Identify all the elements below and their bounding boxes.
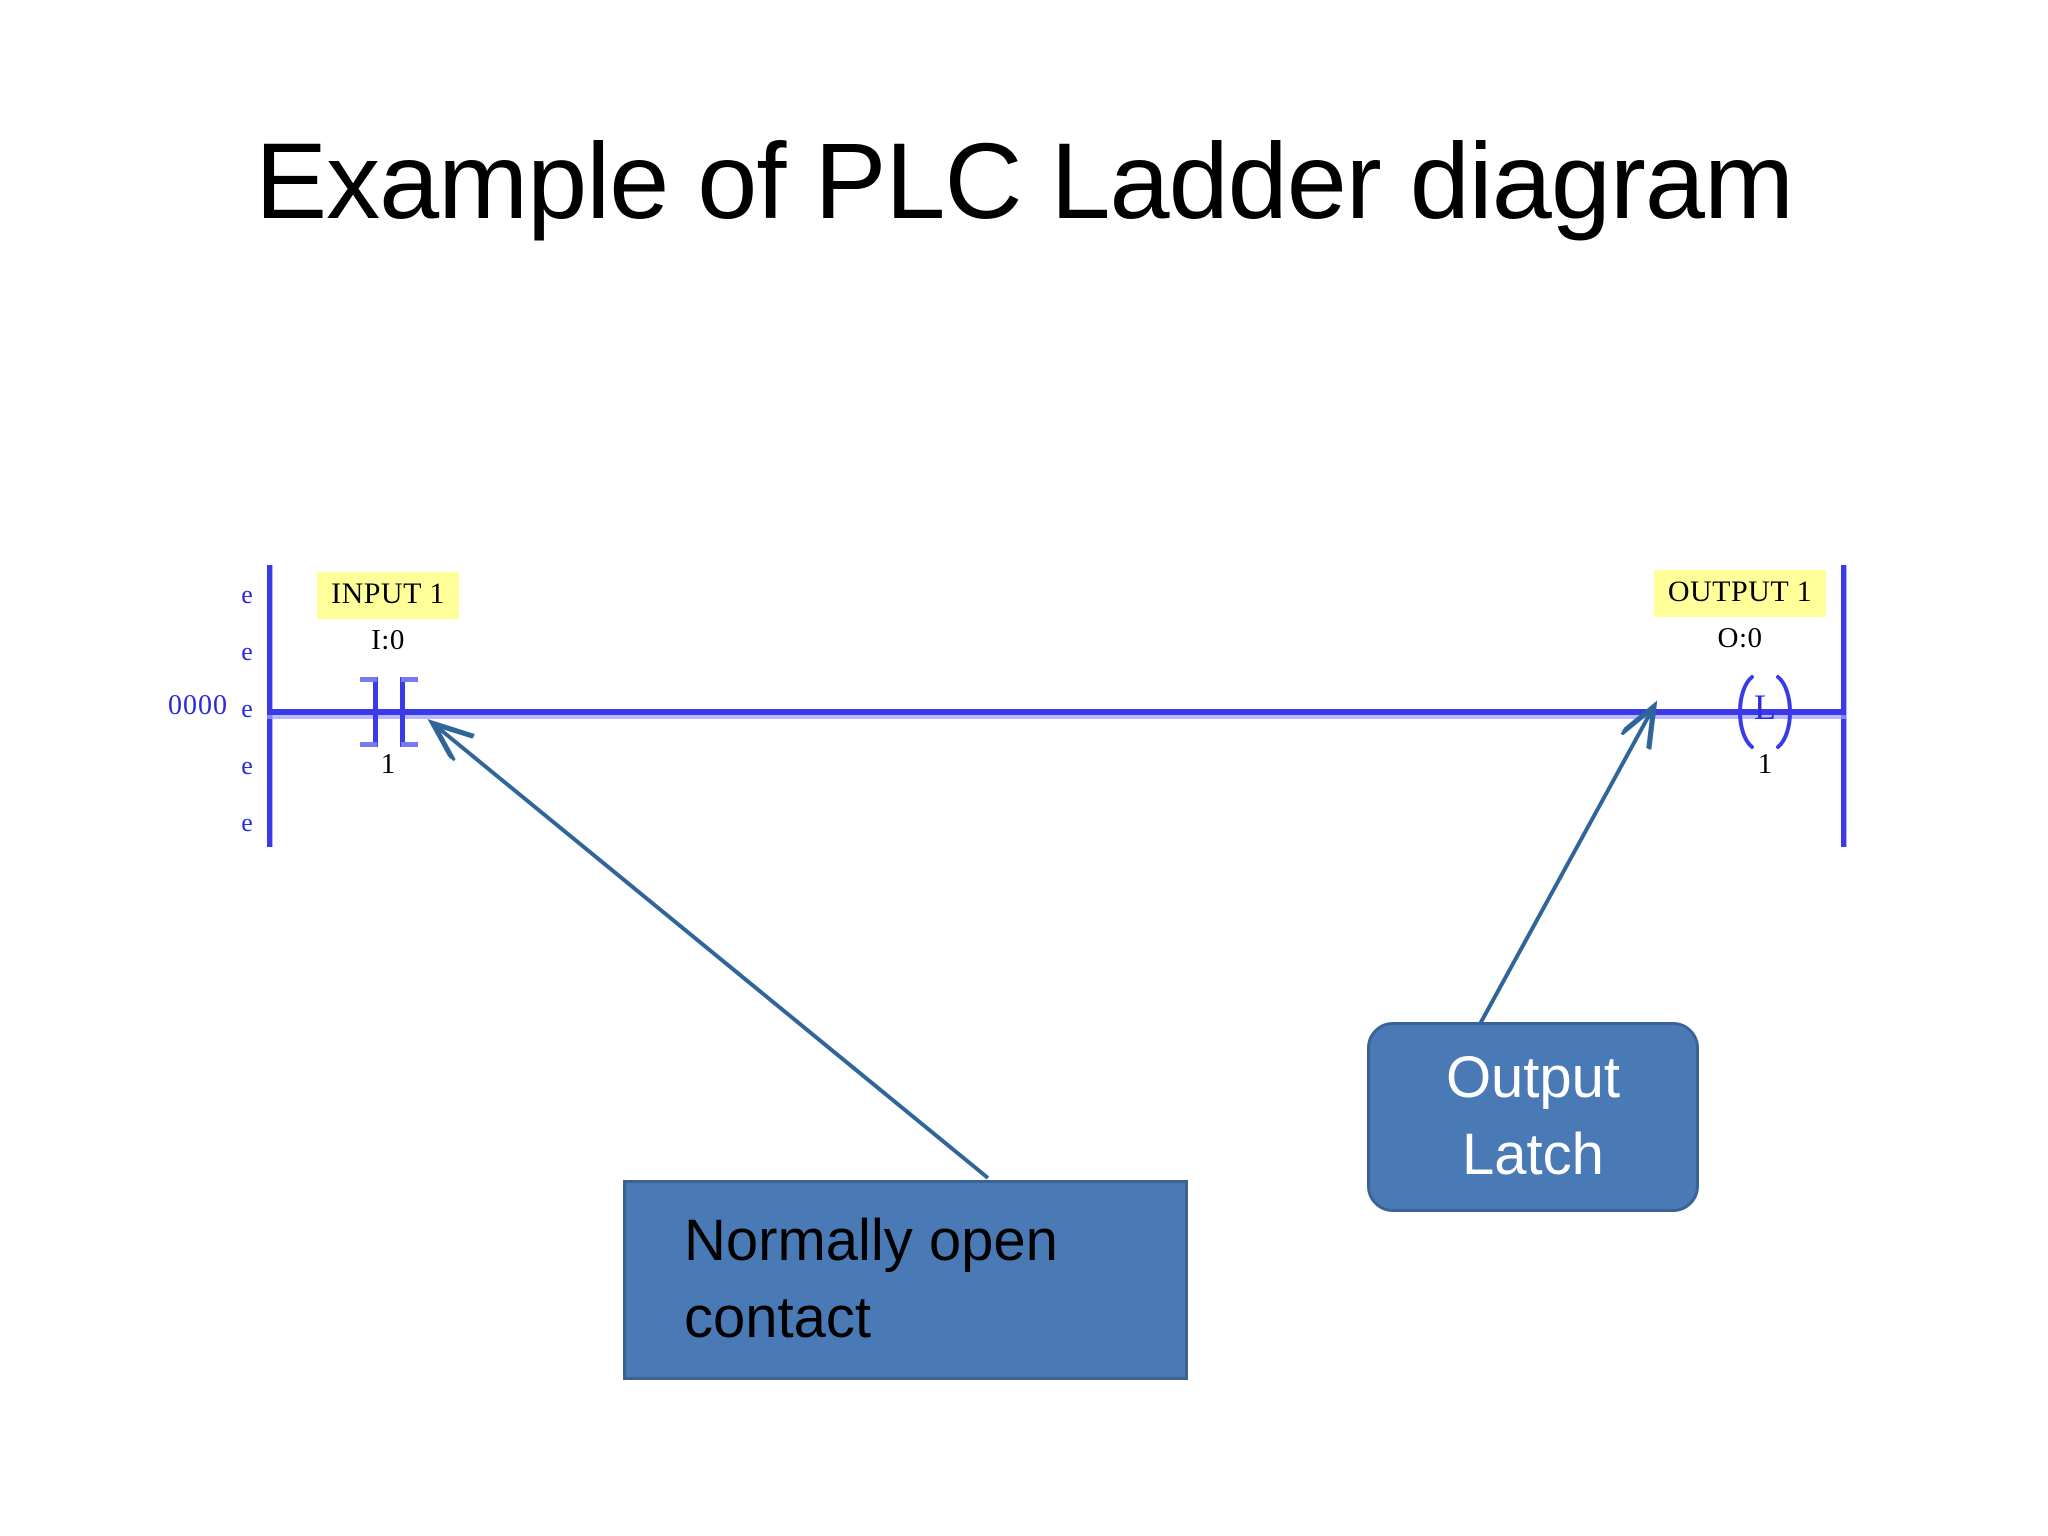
output-bit-number: 1 [1757, 748, 1773, 780]
normally-open-contact-symbol[interactable] [360, 669, 418, 755]
input-bit-number: 1 [380, 748, 396, 780]
callout-normally-open-contact[interactable]: Normally open contact [623, 1180, 1188, 1380]
output-element-label: OUTPUT 1 O:0 [1640, 570, 1840, 656]
contact-tick-left-bottom [360, 742, 377, 747]
rail-marker-e-4: e [241, 751, 253, 780]
coil-latch-letter: L [1754, 687, 1776, 727]
contact-right-bar [400, 677, 405, 747]
left-power-rail [267, 565, 272, 847]
rung-number: 0000 [168, 690, 228, 721]
callout-latch-line-2: Latch [1462, 1122, 1604, 1187]
callout-contact-line-2: contact [684, 1285, 871, 1350]
output-latch-coil-symbol[interactable]: L [1728, 672, 1802, 752]
rail-marker-e-1: e [241, 580, 253, 609]
output-name-highlight: OUTPUT 1 [1653, 570, 1827, 617]
rail-marker-e-2: e [241, 637, 253, 666]
callout-contact-line-1: Normally open [684, 1208, 1058, 1274]
contact-tick-left-top [360, 677, 377, 682]
contact-left-bar [373, 677, 378, 747]
contact-tick-right-bottom [401, 742, 418, 747]
callout-latch-line-1: Output [1445, 1045, 1621, 1111]
coil-parentheses-icon [1738, 675, 1792, 749]
rung-conductor-line [267, 709, 1846, 715]
output-address: O:0 [1717, 621, 1763, 654]
callout-output-latch[interactable]: Output Latch [1367, 1022, 1699, 1212]
page-title: Example of PLC Ladder diagram [255, 120, 1794, 241]
input-address: I:0 [371, 623, 405, 656]
right-power-rail [1841, 565, 1846, 847]
input-element-label: INPUT 1 I:0 [288, 572, 488, 658]
rail-marker-e-3: e [241, 694, 253, 723]
input-name-highlight: INPUT 1 [317, 572, 459, 619]
contact-tick-right-top [401, 677, 418, 682]
rail-marker-e-5: e [241, 808, 253, 837]
